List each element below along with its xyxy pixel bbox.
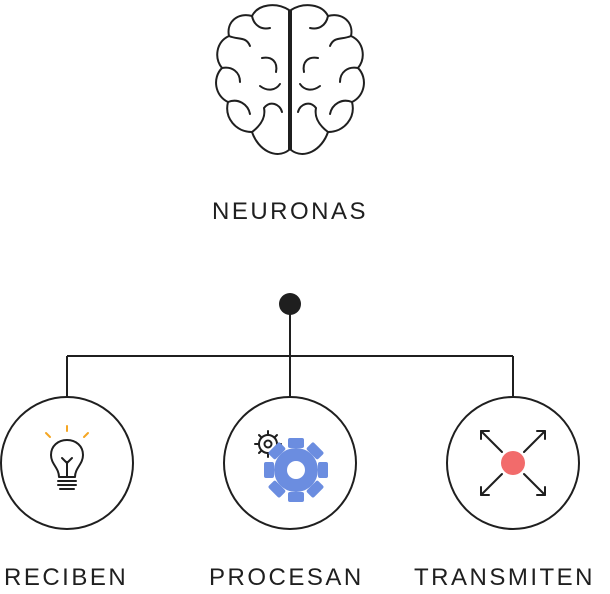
- label-transmiten: TRANSMITEN: [414, 564, 595, 591]
- title-neuronas: NEURONAS: [211, 198, 369, 225]
- label-reciben: RECIBEN: [4, 564, 129, 591]
- transmit-arrows-icon: [480, 430, 546, 496]
- transmit-dot: [501, 451, 525, 475]
- label-procesan: PROCESAN: [209, 564, 364, 591]
- root-node-dot: [279, 293, 301, 315]
- gears-icon: [254, 430, 328, 502]
- lightbulb-icon: [45, 425, 89, 490]
- connector-lines: [66, 304, 514, 397]
- brain-icon: [215, 4, 365, 155]
- large-gear-icon: [264, 438, 328, 502]
